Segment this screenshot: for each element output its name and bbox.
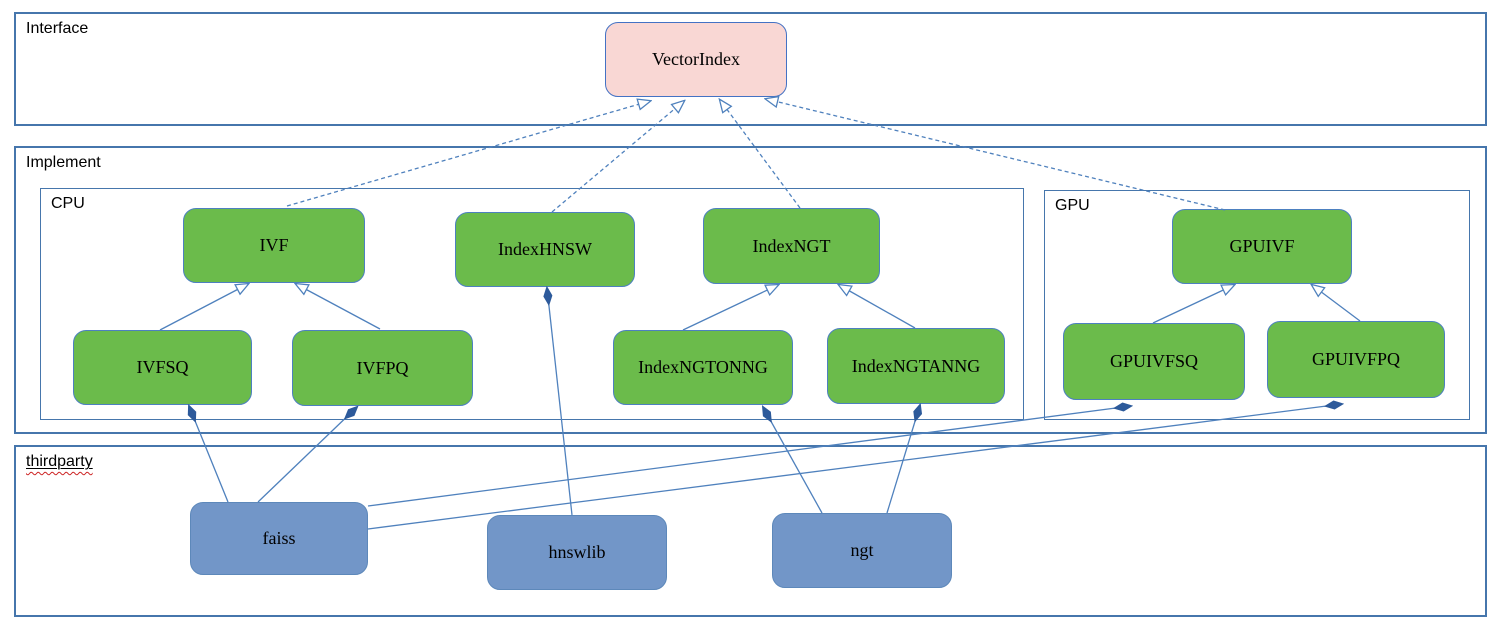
container-gpu-label: GPU (1055, 197, 1090, 214)
node-ivfsq: IVFSQ (73, 330, 252, 405)
container-interface-label: Interface (26, 20, 89, 37)
node-vectorindex: VectorIndex (605, 22, 787, 97)
node-hnswlib: hnswlib (487, 515, 667, 590)
node-gpuivf: GPUIVF (1172, 209, 1352, 284)
node-ivfpq: IVFPQ (292, 330, 473, 406)
container-cpu-label: CPU (51, 195, 85, 212)
node-indexngtanng: IndexNGTANNG (827, 328, 1005, 404)
node-indexngt: IndexNGT (703, 208, 880, 284)
node-indexhnsw: IndexHNSW (455, 212, 635, 287)
node-indexngtonng: IndexNGTONNG (613, 330, 793, 405)
node-gpuivfsq: GPUIVFSQ (1063, 323, 1245, 400)
node-faiss: faiss (190, 502, 368, 575)
node-ivf: IVF (183, 208, 365, 283)
container-implement-label: Implement (26, 154, 101, 171)
node-gpuivfpq: GPUIVFPQ (1267, 321, 1445, 398)
node-ngt: ngt (772, 513, 952, 588)
container-thirdparty-label: thirdparty (26, 453, 93, 471)
spellcheck-squiggle: thirdparty (26, 453, 93, 470)
